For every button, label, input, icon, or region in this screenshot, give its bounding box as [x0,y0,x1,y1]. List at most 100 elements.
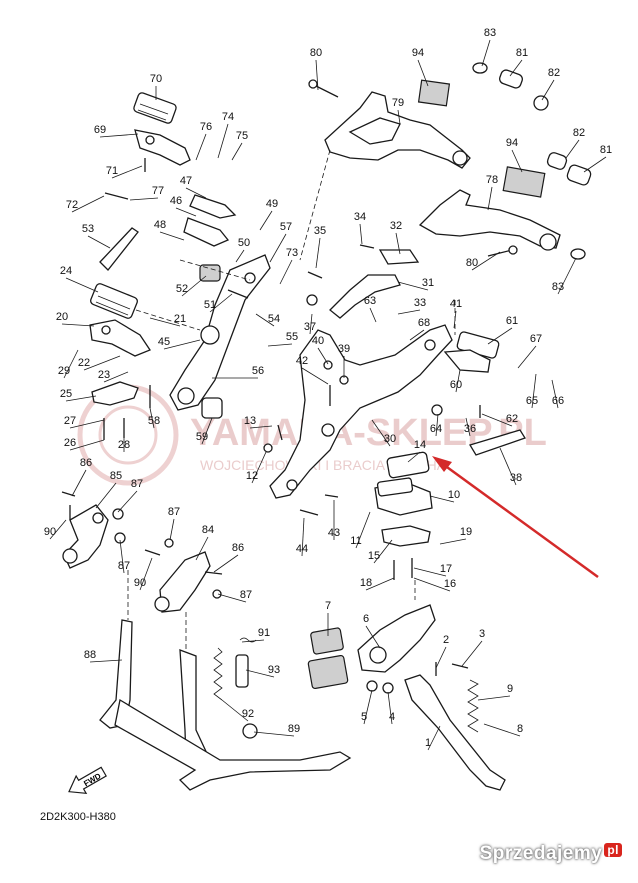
callout-leader-c35 [315,237,321,269]
callout-leader-c90a [49,519,67,540]
callout-leader-c79 [397,109,401,125]
callout-label: 22 [78,357,90,369]
callout-leader-c50 [235,249,245,263]
callout-label: 37 [304,321,316,333]
footrest-69 [134,129,191,166]
callout-leader-c52 [181,275,207,297]
callout-label: 48 [154,219,166,231]
callout-leader-c12 [251,451,267,484]
callout-leader-c60 [455,369,461,393]
callout-leader-c76 [195,133,207,161]
callout-label: 79 [392,97,404,109]
callout-leader-c14 [407,451,421,463]
callout-label: 23 [98,369,110,381]
callout-label: 83 [552,281,564,293]
bracket-31 [329,274,401,319]
callout-label: 90 [134,577,146,589]
callout-label: 65 [526,395,538,407]
rear-footrest-bracket-upper [324,79,471,169]
callout-leader-c3 [461,640,483,667]
callout-leader-c11 [355,511,371,549]
callout-leader-c59 [201,417,213,445]
callout-label: 47 [180,175,192,187]
callout-label: 57 [280,221,292,233]
callout-label: 76 [200,121,212,133]
callout-label: 82 [548,67,560,79]
callout-leader-c8 [483,723,521,737]
callout-leader-c81b [583,156,607,173]
callout-leader-c23 [103,371,129,383]
callout-label: 87 [240,589,252,601]
callout-label: 64 [430,423,442,435]
callout-label: 78 [486,174,498,186]
callout-label: 25 [60,388,72,400]
callout-leader-c31 [397,281,429,291]
callout-label: 7 [325,600,331,612]
small-bolts-left [103,158,249,440]
callout-label: 43 [328,527,340,539]
callout-label: 62 [506,413,518,425]
footrest-20 [89,319,151,357]
callout-leader-c41 [453,310,457,329]
center-stand-88 [99,619,352,791]
callout-leader-c15 [373,539,393,564]
callout-label: 13 [244,415,256,427]
callout-leader-c29 [63,349,79,379]
callout-leader-c77 [129,197,159,201]
callout-label: 71 [106,165,118,177]
bolt-80-upper [308,79,339,98]
callout-leader-c87b [169,518,175,541]
plate-53 [99,227,139,271]
callout-leader-c81a [509,59,523,77]
footrest-rubber-24 [90,283,138,319]
callout-leader-c47 [185,187,207,199]
callout-leader-c85 [95,482,117,509]
callout-leader-c75 [231,142,243,161]
callout-label: 61 [506,315,518,327]
callout-label: 86 [80,457,92,469]
callout-label: 16 [444,578,456,590]
callout-label: 63 [364,295,376,307]
callout-label: 27 [64,415,76,427]
site-badge: pl [604,843,622,857]
side-stand-1 [404,674,506,791]
callout-label: 80 [466,257,478,269]
callout-label: 60 [450,379,462,391]
callout-label: 83 [484,27,496,39]
callout-leader-c2 [435,646,447,669]
callout-leader-c87a [117,490,138,513]
callout-leader-c42 [301,367,329,385]
callout-leader-c61 [487,327,513,345]
callout-label: 24 [60,265,72,277]
callout-label: 40 [312,335,324,347]
callout-leader-c55 [267,343,293,347]
callout-label: 4 [389,711,395,723]
callout-leader-c87d [217,593,247,603]
callout-leader-c1 [427,725,441,751]
callout-leader-c44 [301,517,305,557]
callout-leader-c10 [429,495,455,503]
callout-leader-c5 [363,689,373,725]
callout-label: 12 [246,470,258,482]
callout-label: 51 [204,299,216,311]
springs-91-92-93 [213,637,258,739]
callout-leader-c72 [71,195,105,213]
footrest-link-25 [91,381,139,406]
callout-label: 31 [422,277,434,289]
callout-label: 84 [202,524,214,536]
callout-leader-c22 [83,355,121,371]
callout-leader-c83a [481,39,491,67]
callout-leader-c82b [565,139,580,159]
callout-label: 34 [354,211,366,223]
callout-label: 26 [64,437,76,449]
callout-label: 1 [425,737,431,749]
callout-leader-c87c [119,539,125,574]
callout-leader-c63 [369,307,377,323]
callout-leader-c69 [99,133,139,138]
callout-leader-c73 [279,259,293,285]
callout-leader-c48 [159,231,185,241]
callout-leader-c49 [259,210,273,231]
callout-label: 28 [118,439,130,451]
callout-leader-c83b [557,257,577,295]
callout-leader-c94a [417,59,429,87]
